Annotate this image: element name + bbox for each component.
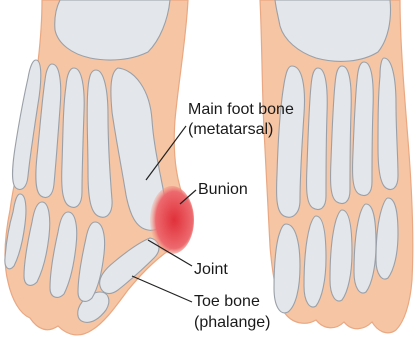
bunion-label: Bunion <box>198 181 248 198</box>
phalange-leader <box>132 276 192 302</box>
joint-label: Joint <box>194 261 228 278</box>
right-foot <box>260 0 413 333</box>
bunion-highlight <box>150 186 194 254</box>
right-toe-1 <box>274 224 300 313</box>
phalange-label-line2: (phalange) <box>194 314 271 331</box>
phalange-label-line1: Toe bone <box>194 293 260 310</box>
left-foot <box>5 0 194 335</box>
metatarsal-label-line2: (metatarsal) <box>188 121 273 138</box>
metatarsal-label-line1: Main foot bone <box>188 101 294 118</box>
